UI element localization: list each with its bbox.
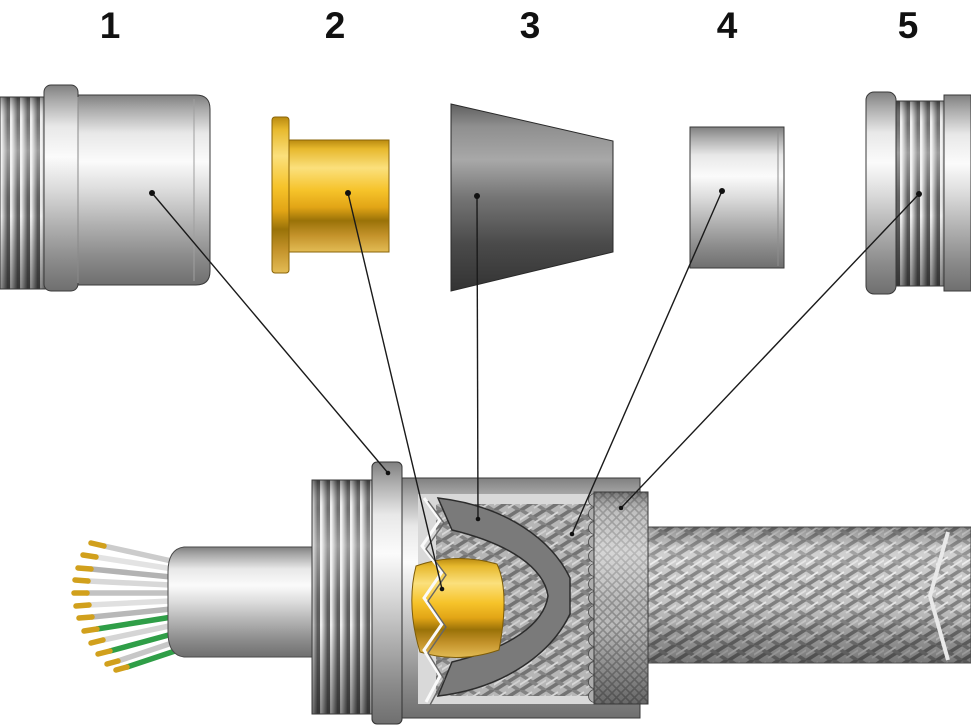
part-1-gland-body	[0, 84, 211, 292]
part-4-sleeve	[689, 126, 785, 269]
part-5-end-ring	[943, 94, 971, 292]
part-2-ferrule	[271, 116, 390, 274]
part-3-body	[450, 103, 614, 292]
part-2-body	[288, 139, 390, 253]
cutaway-section	[411, 494, 598, 706]
cable-wires	[71, 540, 184, 673]
leader-line-3	[474, 193, 481, 522]
cone-in-section	[436, 497, 571, 697]
part-1-body	[77, 94, 211, 286]
part-5-locknut	[865, 91, 971, 295]
part-labels: 1 2 3 4 5	[100, 5, 919, 46]
cut-edge-highlight	[420, 497, 444, 703]
braid-seam	[927, 531, 950, 661]
leader-line-1	[149, 190, 391, 476]
part-4-body	[689, 126, 785, 269]
cable-jacket	[167, 546, 331, 658]
leader-line-2	[345, 190, 445, 592]
ferrule-in-section	[411, 558, 505, 658]
leader-line-5	[618, 191, 922, 511]
knurled-nut	[588, 491, 649, 705]
leader-line-4	[569, 188, 725, 537]
braided-cable	[645, 526, 971, 664]
label-part-1: 1	[100, 5, 121, 46]
assembled-view	[71, 461, 971, 725]
label-part-3: 3	[520, 5, 541, 46]
part-1-flange	[43, 84, 79, 292]
label-part-2: 2	[325, 5, 346, 46]
part-3-cone	[450, 103, 614, 292]
leader-lines	[149, 188, 922, 592]
gland-thread-section	[311, 479, 375, 715]
label-part-5: 5	[898, 5, 919, 46]
gland-flange-ring	[371, 461, 403, 725]
part-5-flange	[865, 91, 897, 295]
part-2-flange	[271, 116, 290, 274]
label-part-4: 4	[717, 5, 738, 46]
